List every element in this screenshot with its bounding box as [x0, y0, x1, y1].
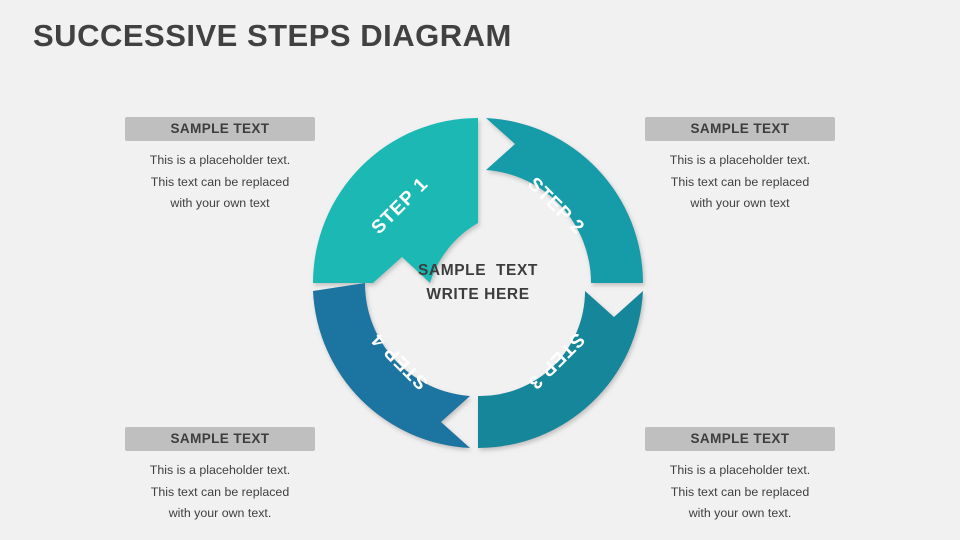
donut-segment-step-2-shape [486, 118, 644, 283]
caption-line-1: This is a placeholder text. [149, 463, 291, 477]
caption-line-2: This text can be replaced [150, 484, 290, 499]
caption-line-3: with your own text. [168, 506, 272, 521]
donut-segment-step-3-shape [478, 291, 643, 449]
donut-segment-step-1[interactable]: STEP 1 [313, 118, 478, 283]
caption-body-bottom-right: This is a placeholder text. This text ca… [645, 460, 835, 525]
caption-block-top-right[interactable]: SAMPLE TEXT This is a placeholder text. … [645, 117, 835, 215]
page-title: SUCCESSIVE STEPS DIAGRAM [33, 18, 512, 53]
caption-line-1: This is a placeholder text. [669, 463, 811, 477]
caption-line-1: This is a placeholder text. [149, 153, 291, 167]
successive-steps-donut-diagram: STEP 1 STEP 2 STEP 3 STEP 4 SAMPLE TEXT … [296, 101, 660, 465]
caption-header-bottom-right: SAMPLE TEXT [645, 427, 835, 451]
caption-line-2: This text can be replaced [150, 174, 290, 189]
donut-segment-step-4[interactable]: STEP 4 [313, 283, 470, 448]
donut-segment-step-3[interactable]: STEP 3 [478, 291, 643, 449]
donut-segment-step-2[interactable]: STEP 2 [486, 118, 644, 283]
caption-body-bottom-left: This is a placeholder text. This text ca… [125, 460, 315, 525]
caption-block-bottom-right[interactable]: SAMPLE TEXT This is a placeholder text. … [645, 427, 835, 525]
caption-line-3: with your own text [170, 196, 270, 211]
caption-header-top-right: SAMPLE TEXT [645, 117, 835, 141]
caption-line-2: This text can be replaced [670, 174, 810, 189]
caption-line-1: This is a placeholder text. [669, 153, 811, 167]
caption-line-2: This text can be replaced [670, 484, 810, 499]
caption-body-top-right: This is a placeholder text. This text ca… [645, 150, 835, 215]
caption-line-3: with your own text. [688, 506, 792, 521]
caption-body-top-left: This is a placeholder text. This text ca… [125, 150, 315, 215]
caption-block-bottom-left[interactable]: SAMPLE TEXT This is a placeholder text. … [125, 427, 315, 525]
caption-header-top-left: SAMPLE TEXT [125, 117, 315, 141]
caption-header-bottom-left: SAMPLE TEXT [125, 427, 315, 451]
caption-line-3: with your own text [690, 196, 790, 211]
caption-block-top-left[interactable]: SAMPLE TEXT This is a placeholder text. … [125, 117, 315, 215]
donut-chart-svg: STEP 1 STEP 2 STEP 3 STEP 4 [313, 118, 644, 449]
donut-segment-step-4-shape [313, 283, 470, 448]
donut-segment-step-1-shape [313, 118, 478, 283]
